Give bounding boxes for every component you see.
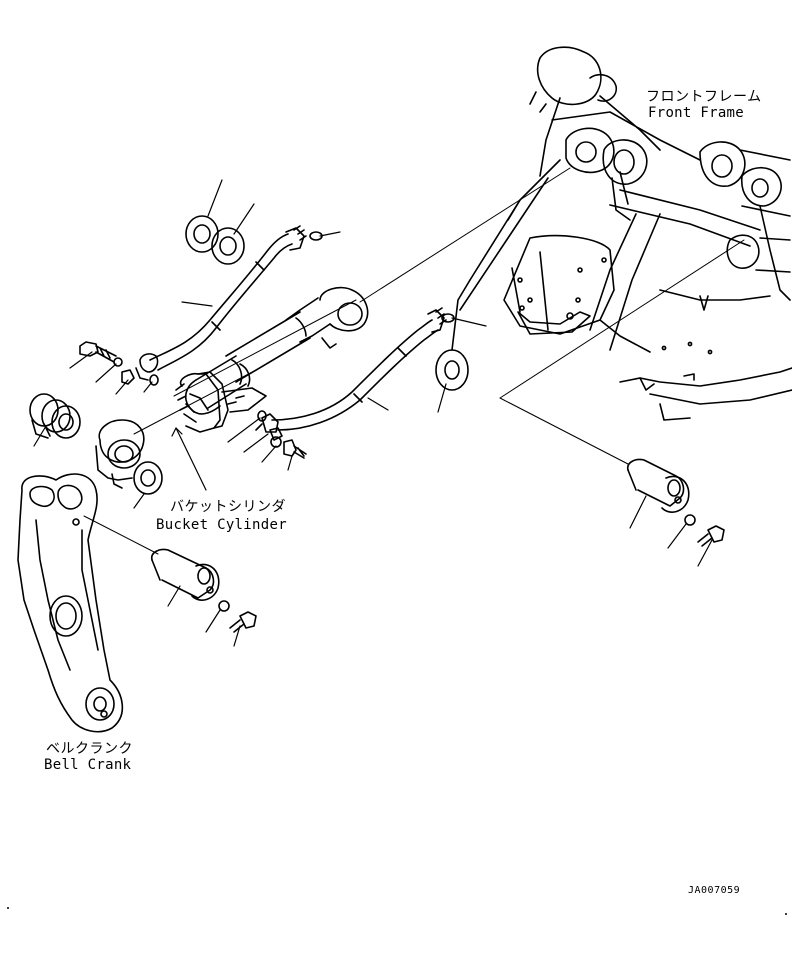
front-frame	[451, 46, 792, 421]
bell-crank-label-jp: ベルクランク	[46, 741, 133, 757]
construction-lines	[83, 167, 745, 555]
bucket-cylinder-label-en: Bucket Cylinder	[156, 517, 287, 533]
bell-crank-label-en: Bell Crank	[44, 757, 132, 773]
front-frame-label-en: Front Frame	[648, 105, 745, 121]
bucket-cylinder-label-jp: バケットシリンダ	[170, 499, 286, 515]
pin-right	[626, 458, 690, 513]
bucket-cylinder	[175, 286, 369, 433]
seal-rings	[29, 393, 81, 439]
bolts	[79, 341, 725, 633]
front-frame-label-jp: フロントフレーム	[646, 89, 762, 105]
drawing-code: JA007059	[688, 885, 741, 896]
bell-crank	[17, 473, 124, 733]
cylinder-bottom-boss	[95, 419, 145, 489]
leader-lines	[33, 179, 713, 647]
hose-upper	[135, 225, 307, 381]
callout-arrow	[171, 427, 183, 437]
pin-left	[150, 548, 220, 601]
shim-washers	[133, 215, 469, 495]
hose-lower	[255, 307, 447, 433]
o-rings	[149, 231, 455, 422]
